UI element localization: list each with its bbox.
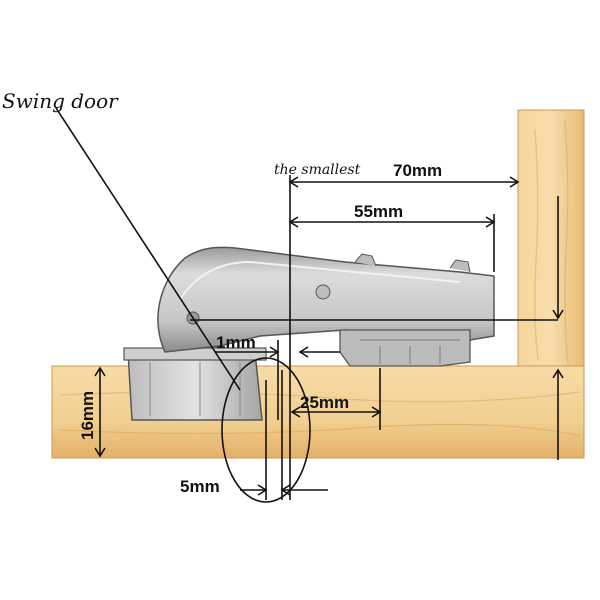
dimension-lines — [55, 107, 564, 500]
dimension-5mm-label: 5mm — [180, 477, 220, 496]
hinge-arm — [157, 246, 495, 367]
dimension-55mm-label: 55mm — [354, 202, 403, 221]
dimension-25mm-label: 25mm — [300, 393, 349, 412]
swing-door-label: Swing door — [2, 89, 119, 113]
cabinet-side-panel — [517, 109, 585, 369]
dimension-70mm-label: 70mm — [393, 161, 442, 180]
the-smallest-label: the smallest — [274, 162, 361, 178]
swing-zone-ellipse — [221, 357, 311, 503]
dimension-1mm-label: 1mm — [216, 333, 256, 352]
dimension-16mm-label: 16mm — [78, 391, 97, 440]
swing-door-leader — [55, 107, 241, 391]
hinge-cup — [123, 347, 267, 421]
